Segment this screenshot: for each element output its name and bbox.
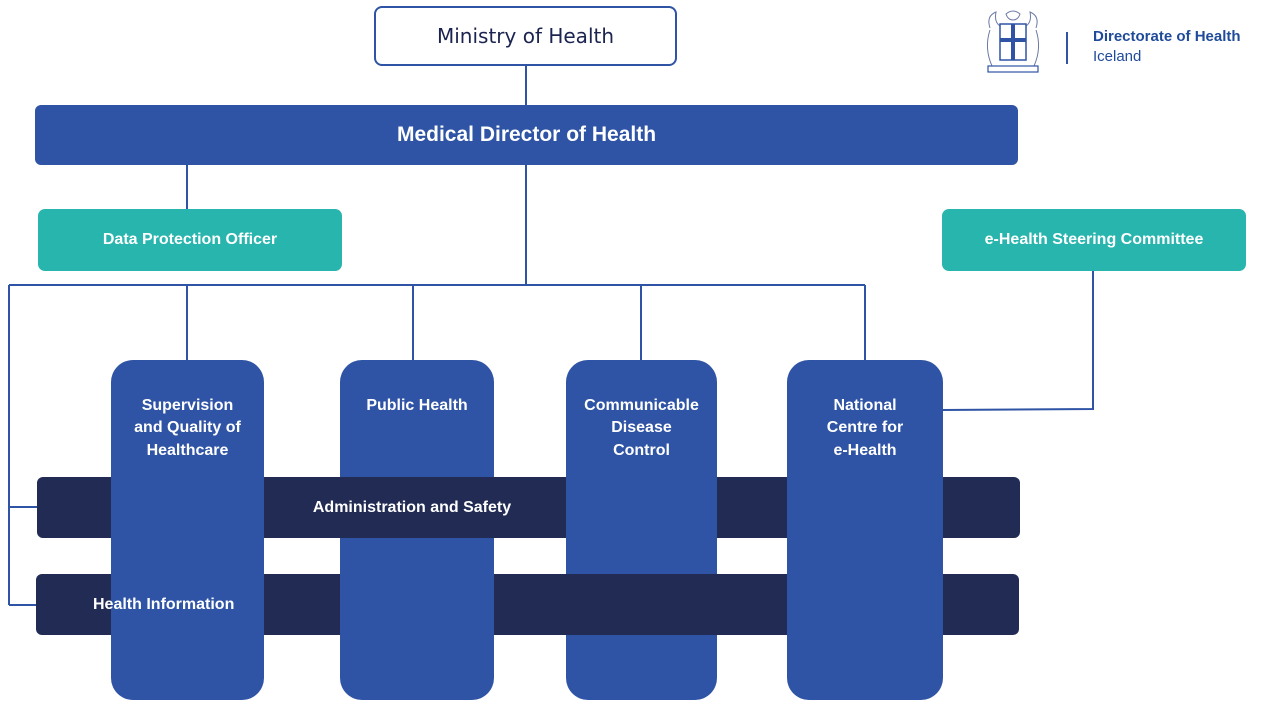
coat-of-arms-logo [986,10,1040,73]
ministry-label: Ministry of Health [436,24,615,48]
pillar-overlay [787,477,943,538]
department-label: National Centre for e-Health [826,396,904,459]
data-protection-officer-label: Data Protection Officer [102,231,278,248]
pillar-overlay [111,574,264,635]
brand-divider [1066,32,1068,64]
ehealth-steering-committee-label: e-Health Steering Committee [984,231,1204,248]
pillar-overlay [111,477,264,538]
pillar-overlay [787,574,943,635]
medical-director-box: Medical Director of Health [35,105,1018,165]
director-label: Medical Director of Health [396,123,657,146]
data-protection-officer-box: Data Protection Officer [38,209,342,271]
brand-name: Directorate of Health [1093,28,1241,45]
ministry-of-health-box: Ministry of Health [374,6,677,66]
department-label: Public Health [366,396,468,414]
pillar-overlay [340,574,494,635]
department-label: Communicable Disease Control [584,396,699,459]
brand-country: Iceland [1093,48,1142,65]
ehealth-steering-committee-box: e-Health Steering Committee [942,209,1246,271]
pillar-overlay [566,477,717,538]
department-label: Supervision and Quality of Healthcare [134,396,241,459]
